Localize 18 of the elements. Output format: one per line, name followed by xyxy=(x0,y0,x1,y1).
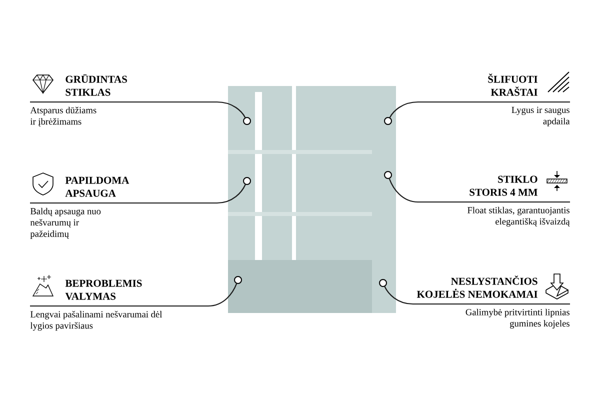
anchor-ring xyxy=(243,117,251,125)
anchor-ring xyxy=(384,171,392,179)
leader-line xyxy=(388,178,570,203)
leader-line xyxy=(30,284,238,307)
feature-text: PAPILDOMA APSAUGA Baldų apsauga nuo nešvarumų ir pažeidimų xyxy=(30,176,130,239)
feature-text: STIKLO STORIS 4 MM Float stiklas, garantuojantis elegantišką išvaizdą xyxy=(468,176,570,227)
anchor-ring xyxy=(243,177,251,185)
leader-line xyxy=(30,101,246,118)
leader-line xyxy=(384,286,570,305)
feature-text: NESLYSTANČIOS KOJELĖS NEMOKAMAI Galimybė pritvirtinti lipnias gumines kojeles xyxy=(416,276,570,329)
anchor-ring xyxy=(234,276,242,284)
leader-line xyxy=(30,184,246,204)
feature-text: BEPROBLEMIS VALYMAS Lengvai pašalinami nešvarumai dėl lygios paviršiaus xyxy=(30,280,162,331)
anchor-ring xyxy=(379,279,387,287)
anchor-ring xyxy=(384,117,392,125)
feature-text: GRŪDINTAS STIKLAS Atsparus dūžiams ir įbrėžimams xyxy=(30,74,127,126)
feature-text: ŠLIFUOTI KRAŠTAI Lygus ir saugus apdaila xyxy=(488,74,570,126)
glass-panel-drawing xyxy=(228,86,396,313)
